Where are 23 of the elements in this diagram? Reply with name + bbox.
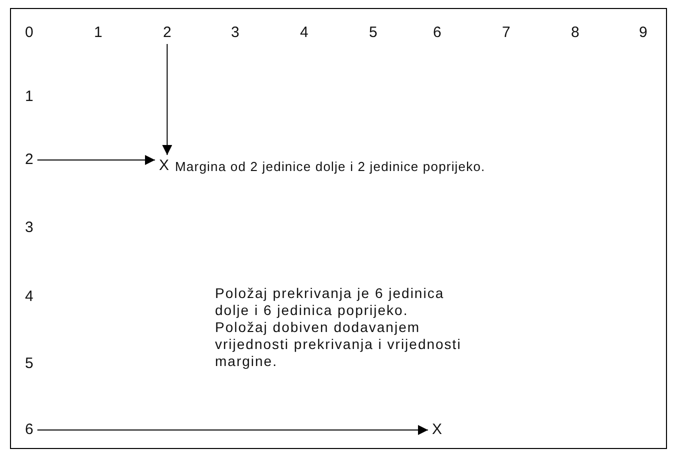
axis-number: 4: [25, 288, 34, 306]
axis-number: 4: [300, 24, 308, 42]
axis-number: 3: [25, 219, 34, 237]
axis-number: 6: [25, 421, 34, 439]
axis-number: 5: [369, 24, 378, 42]
axis-number: 5: [25, 355, 34, 373]
axis-number: 7: [502, 24, 510, 42]
axis-number: 6: [433, 24, 442, 42]
axis-number: 2: [25, 151, 34, 169]
axis-number: 1: [94, 24, 102, 42]
arrow: [36, 155, 156, 165]
note-text: Margina od 2 jedinice dolje i 2 jedinice poprijeko.: [175, 158, 486, 176]
note-text: Položaj prekrivanja je 6 jedinica dolje i 6 jedinica poprijeko. Položaj dobiven dodavanjem vrijednosti prekrivanja i vrijednosti margine.: [215, 285, 462, 370]
axis-number: 2: [163, 24, 172, 42]
arrow: [162, 44, 172, 156]
axis-number: 3: [231, 24, 240, 42]
arrow: [36, 425, 428, 435]
axis-number: 8: [571, 24, 580, 42]
axis-number: 9: [639, 24, 648, 42]
position-marker: X: [159, 157, 170, 175]
axis-number: 0: [25, 24, 34, 42]
axis-number: 1: [25, 88, 34, 106]
position-marker: X: [432, 421, 442, 439]
